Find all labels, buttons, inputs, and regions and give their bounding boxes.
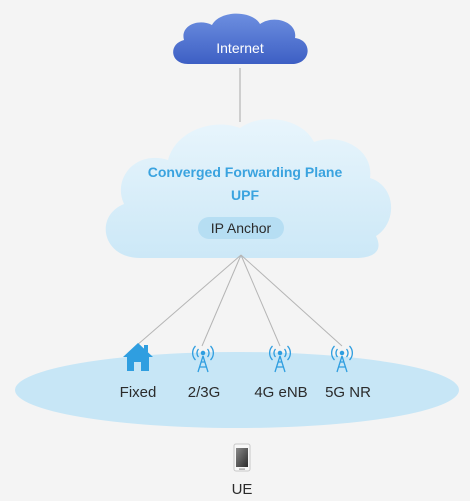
house-icon [123, 343, 153, 371]
upf-title: Converged Forwarding Plane [148, 164, 343, 180]
upf-cloud: Converged Forwarding Plane UPF IP Anchor [105, 119, 392, 259]
internet-cloud: Internet [173, 13, 308, 65]
antenna-icon [330, 345, 354, 373]
upf-access-links [135, 254, 343, 347]
antenna-icon [191, 345, 215, 373]
phone-icon [233, 443, 251, 472]
access-label-4g-enb: 4G eNB [254, 384, 307, 401]
antenna-icon [268, 345, 292, 373]
access-network-ellipse [15, 352, 459, 428]
access-label-fixed: Fixed [120, 384, 157, 401]
ip-anchor-badge [198, 217, 284, 239]
access-label-2-3g: 2/3G [188, 384, 221, 401]
ip-anchor-label: IP Anchor [211, 220, 272, 236]
access-label-5g-nr: 5G NR [325, 384, 371, 401]
upf-subtitle: UPF [231, 187, 259, 203]
ue-label: UE [232, 481, 253, 498]
internet-label: Internet [216, 40, 264, 56]
